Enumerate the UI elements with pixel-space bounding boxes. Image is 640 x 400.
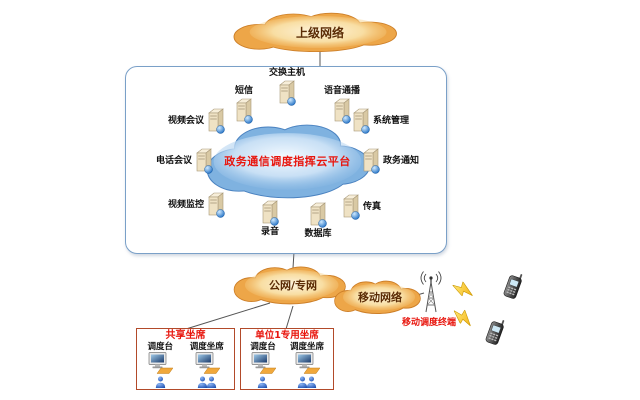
cloud-upper-network: 上级网络	[225, 8, 415, 56]
server-node-video-monitor: 视频监控	[168, 192, 225, 218]
server-label: 数据库	[304, 229, 332, 239]
lightning-icon	[450, 305, 476, 328]
server-icon	[278, 80, 296, 106]
console-label: 调度台	[147, 342, 173, 352]
cloud-platform-label: 政务通信调度指挥云平台	[224, 154, 351, 168]
server-node-recording: 录音	[252, 200, 288, 238]
persons-row	[197, 373, 217, 388]
workstation-icon	[250, 352, 277, 374]
server-icon	[309, 202, 327, 228]
server-node-gov-notice: 政务通知	[362, 148, 419, 174]
workstation-icon	[147, 352, 174, 374]
server-icon	[342, 194, 360, 220]
server-node-phone-conference: 电话会议	[156, 148, 213, 174]
cloud-mobile-network: 移动网络	[330, 277, 430, 317]
person-icon	[197, 373, 208, 388]
console-dispatch-desk: 调度台	[250, 342, 277, 388]
server-node-switch-host: 交换主机	[264, 68, 310, 106]
persons-row	[297, 373, 317, 388]
server-label: 语音通播	[323, 86, 360, 96]
seat-group-shared: 共享坐席 调度台 调度坐席	[136, 328, 235, 390]
cloud-shape	[233, 266, 346, 305]
person-icon	[206, 373, 217, 388]
server-label: 传真	[363, 201, 382, 212]
console-label: 调度台	[250, 342, 276, 352]
server-icon	[261, 200, 279, 226]
cloud-upper-network-label: 上级网络	[295, 25, 344, 40]
console-dispatch-seat: 调度坐席	[189, 342, 224, 388]
server-icon	[352, 108, 370, 134]
cloud-shape	[206, 124, 371, 199]
console-label: 调度坐席	[189, 342, 224, 352]
mobile-phone-icon	[484, 316, 507, 347]
server-node-fax: 传真	[342, 194, 381, 220]
console-label: 调度坐席	[289, 342, 324, 352]
server-icon	[333, 98, 351, 124]
lightning-icon	[451, 279, 476, 298]
server-label: 视频监控	[168, 199, 205, 210]
server-label: 政务通知	[383, 155, 420, 166]
seat-group-unit1: 单位1专用坐席 调度台 调度坐席	[240, 328, 334, 390]
server-label: 系统管理	[373, 115, 410, 126]
seat-group-title: 共享坐席	[165, 330, 206, 341]
server-label: 视频会议	[168, 115, 205, 126]
connector-public-to-unit-seats	[285, 305, 294, 330]
server-node-database: 数据库	[298, 202, 338, 240]
antenna-tower-icon	[418, 268, 444, 314]
server-icon	[362, 148, 380, 174]
server-icon	[207, 192, 225, 218]
persons-row	[155, 373, 166, 388]
server-label: 交换主机	[268, 68, 305, 78]
cloud-shape	[334, 280, 421, 314]
seat-group-title: 单位1专用坐席	[255, 330, 319, 341]
server-label: 录音	[260, 227, 279, 237]
cloud-mobile-network-label: 移动网络	[358, 291, 402, 304]
console-row: 调度台 调度坐席	[137, 342, 234, 389]
server-label: 电话会议	[156, 155, 193, 166]
person-icon	[306, 373, 317, 388]
cloud-shape	[233, 12, 397, 53]
server-icon	[195, 148, 213, 174]
cloud-public-network: 公网/专网	[228, 262, 358, 308]
cloud-platform: 政务通信调度指挥云平台	[200, 118, 375, 203]
person-icon	[257, 373, 268, 388]
person-icon	[297, 373, 308, 388]
workstation-icon	[194, 352, 221, 374]
server-icon	[207, 108, 225, 134]
persons-row	[257, 373, 268, 388]
server-node-voice-broadcast: 语音通播	[318, 86, 366, 124]
server-icon	[235, 98, 253, 124]
console-dispatch-desk: 调度台	[147, 342, 174, 388]
workstation-icon	[294, 352, 321, 374]
cloud-public-network-label: 公网/专网	[268, 279, 318, 292]
console-dispatch-seat: 调度坐席	[289, 342, 324, 388]
server-node-sms: 短信	[226, 86, 262, 124]
mobile-phone-icon	[502, 270, 525, 301]
mobile-terminal-label: 移动调度终端	[401, 318, 456, 328]
server-node-system-management: 系统管理	[352, 108, 409, 134]
console-row: 调度台 调度坐席	[241, 342, 333, 389]
person-icon	[155, 373, 166, 388]
server-label: 短信	[234, 86, 253, 96]
server-node-video-conference: 视频会议	[168, 108, 225, 134]
